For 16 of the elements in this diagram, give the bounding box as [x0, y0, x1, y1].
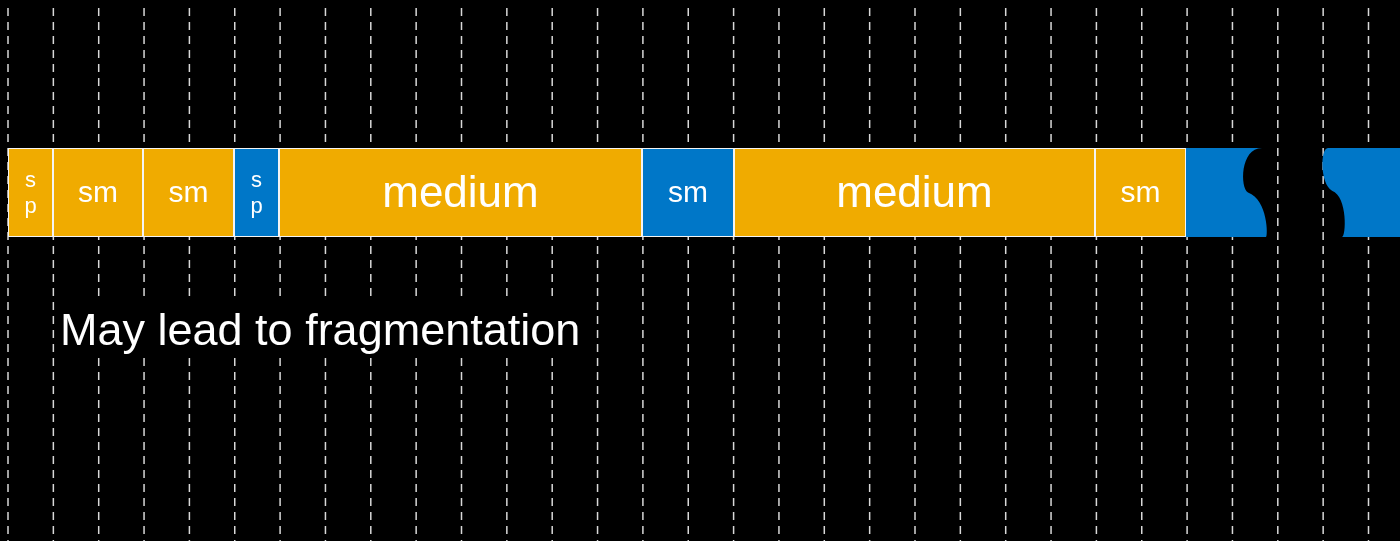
memory-block — [279, 148, 642, 237]
block-label: sp — [249, 167, 264, 218]
block-label: sm — [78, 175, 118, 210]
memory-block — [1095, 148, 1186, 237]
memory-block — [53, 148, 143, 237]
memory-block — [642, 148, 734, 237]
memory-block — [8, 148, 53, 237]
block-label: sm — [668, 175, 708, 210]
block-label: sm — [168, 175, 209, 210]
memory-block — [143, 148, 234, 237]
block-label: sm — [1120, 175, 1161, 210]
memory-block — [234, 148, 279, 237]
memory-block — [734, 148, 1095, 237]
block-label: sp — [23, 167, 38, 218]
block-label: medium — [382, 167, 539, 218]
block-label: medium — [836, 167, 993, 218]
